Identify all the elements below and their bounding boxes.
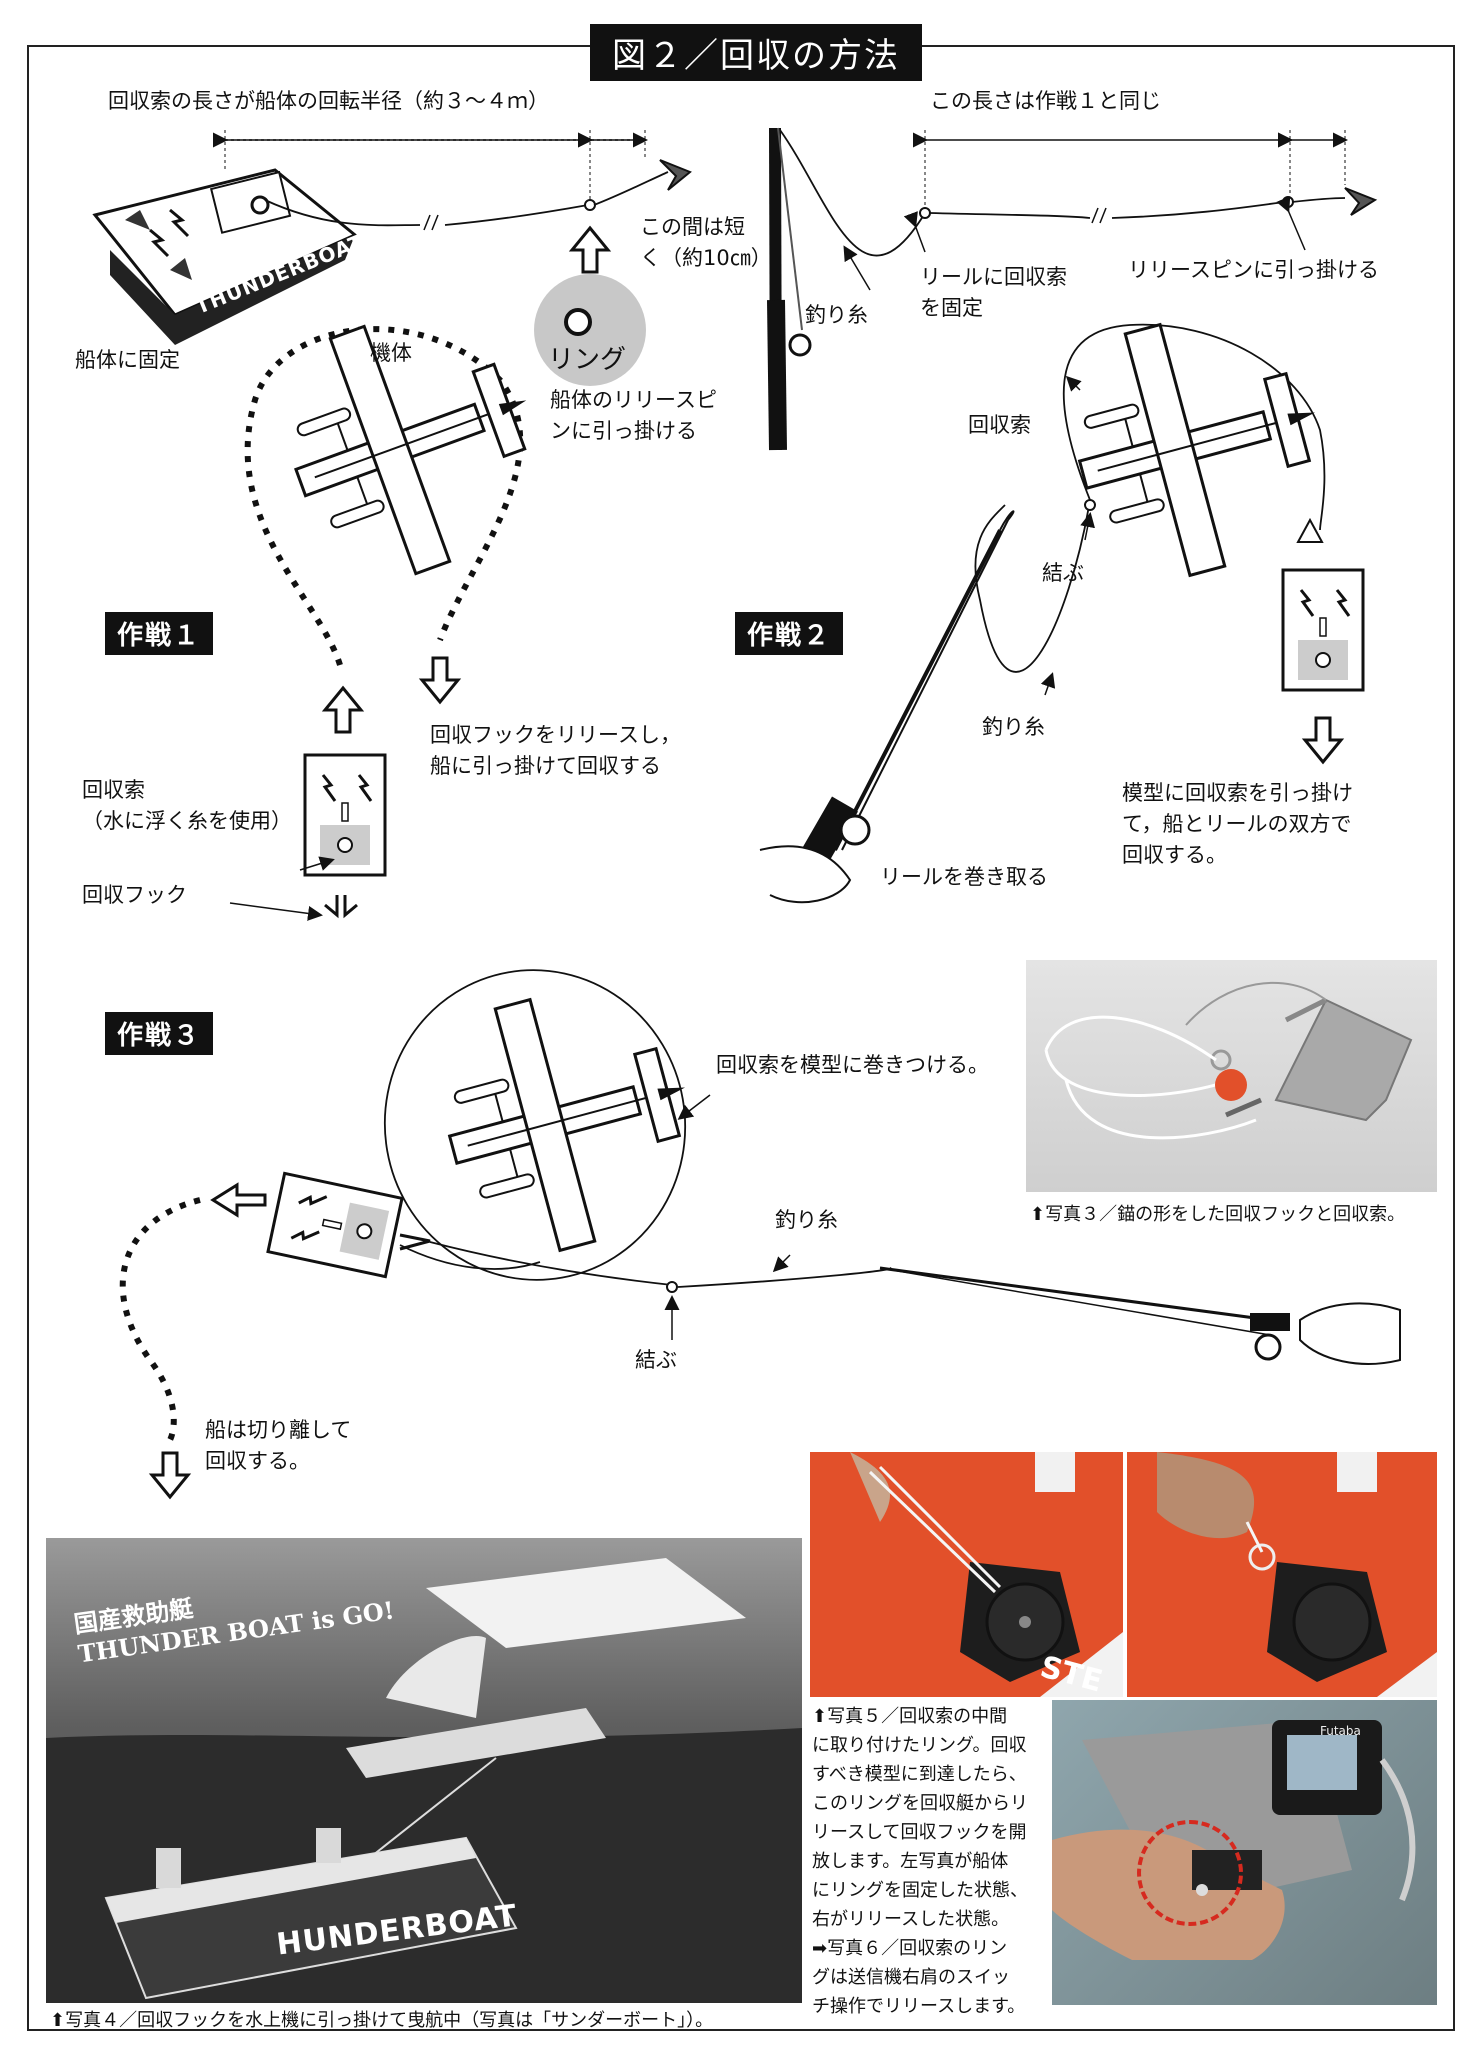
photo5-left-ring-fixed: STE — [810, 1452, 1123, 1697]
hull-fixed-label: 船体に固定 — [75, 348, 180, 372]
photo5-right-ring-released — [1127, 1452, 1437, 1697]
op2-note: 模型に回収索を引っ掛け て，船とリールの双方で 回収する。 — [1122, 781, 1353, 867]
photo6-brand-text: Futaba — [1320, 1724, 1361, 1738]
photo6-transmitter-switch: Futaba — [1052, 1700, 1437, 2005]
op1-rope-label: 回収索 （水に浮く糸を使用） — [82, 778, 292, 833]
op2-fishing-line-label: 釣り糸 — [982, 715, 1045, 739]
switch-highlight-circle — [1137, 1820, 1243, 1926]
op1-hook-label: 回収フック — [82, 883, 187, 907]
photo3-caption: ⬆写真３／錨の形をした回収フックと回収索。 — [1030, 1204, 1406, 1225]
left-dimension-label: 回収索の長さが船体の回転半径（約３～４ｍ） — [108, 89, 549, 113]
op1-release-text: 回収フックをリリースし， 船に引っ掛けて回収する — [430, 723, 681, 778]
photo4-boat-towing: 国産救助艇 THUNDER BOAT is GO! HUNDERBOAT — [46, 1538, 802, 2003]
op3-badge: 作戦３ — [105, 1012, 214, 1055]
op2-tie-label: 結ぶ — [1042, 561, 1084, 585]
op1-badge: 作戦１ — [105, 612, 214, 655]
figure-title: 図２／回収の方法 — [590, 24, 922, 81]
photo5-6-caption: ⬆写真５／回収索の中間 に取り付けたリング。回収 すべき模型に到達したら、 この… — [812, 1706, 1028, 2017]
op2-reel-label: リールを巻き取る — [880, 865, 1048, 889]
op3-wrap-label: 回収索を模型に巻きつける。 — [716, 1053, 989, 1077]
photo3-anchor-hook — [1026, 960, 1437, 1192]
op2-diagram — [759, 290, 1365, 904]
op1-diagram — [229, 281, 571, 921]
short-gap-note: この間は短 く（約10㎝） — [640, 215, 772, 270]
top-right-setup — [767, 127, 1378, 451]
op3-diagram — [119, 965, 1401, 1499]
ring-label: リング — [548, 345, 627, 375]
hollow-up-arrow-icon — [570, 226, 610, 274]
reel-fix-label: リールに回収索 を固定 — [920, 265, 1067, 320]
release-pin-label: リリースピンに引っ掛ける — [1128, 258, 1379, 282]
op2-rope-label: 回収索 — [968, 413, 1031, 437]
ring-note: 船体のリリースピ ンに引っ掛ける — [550, 388, 717, 443]
right-dimension-label: この長さは作戦１と同じ — [930, 89, 1161, 113]
op3-fishing-line-label: 釣り糸 — [775, 1208, 838, 1232]
op2-badge: 作戦２ — [735, 612, 844, 655]
top-left-setup — [92, 130, 692, 386]
photo4-caption: ⬆写真４／回収フックを水上機に引っ掛けて曳航中（写真は「サンダーボート」）。 — [50, 2010, 714, 2031]
top-fishing-line-label: 釣り糸 — [805, 303, 868, 327]
op3-tie-label: 結ぶ — [635, 1348, 677, 1372]
airframe-label: 機体 — [370, 341, 412, 365]
op3-cut-label: 船は切り離して 回収する。 — [205, 1418, 352, 1473]
